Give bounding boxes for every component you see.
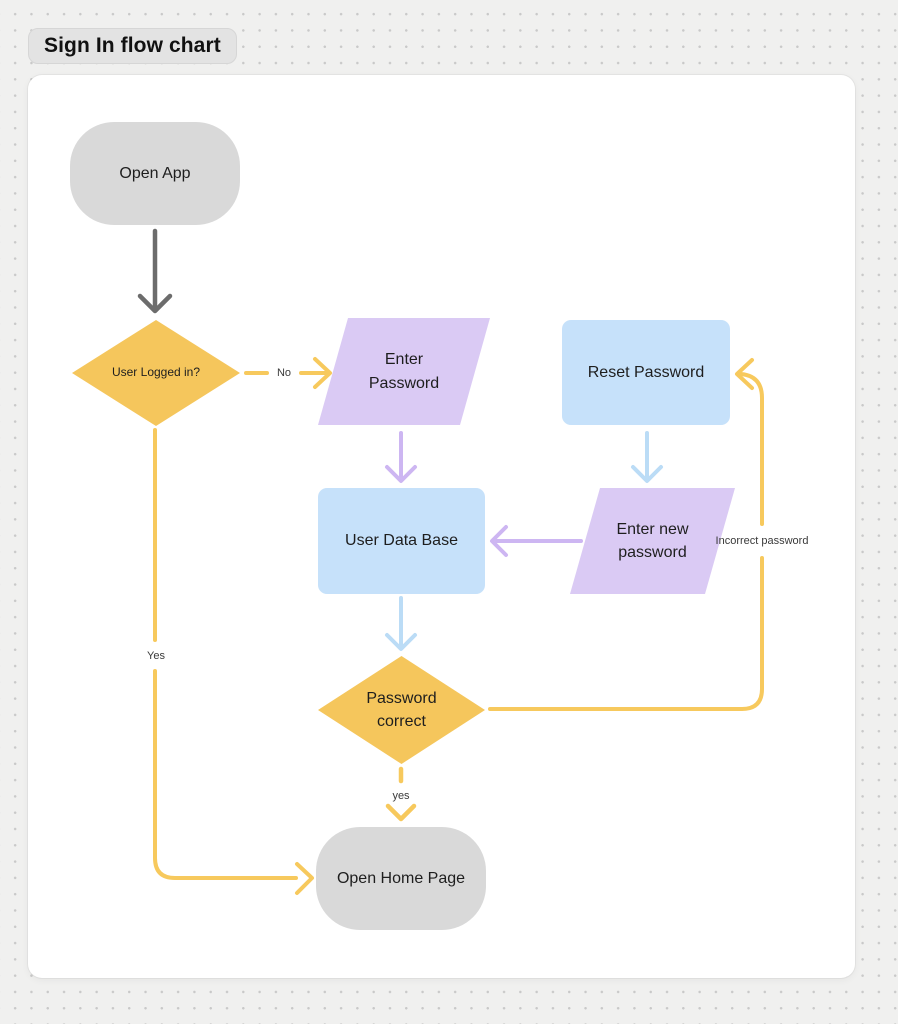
node-label: User Logged in? [111,365,201,380]
edge-passwordcorrect-to-resetpassword[interactable] [488,358,764,711]
edge-label-yes-left: Yes [147,650,165,662]
edge-label-no: No [276,367,292,379]
node-label: User Data Base [345,532,458,550]
edge-label-yes-lower: yes [392,790,410,802]
edge-label-incorrect-password: Incorrect password [715,535,809,547]
node-label: Password correct [366,689,437,730]
edge-openapp-to-loggedin[interactable] [137,228,173,314]
node-label: Open Home Page [336,869,466,887]
node-enter-password[interactable]: Enter Password [318,318,490,425]
node-enter-new-password[interactable]: Enter new password [570,488,735,594]
node-open-app[interactable]: Open App [70,122,240,225]
edge-enterpassword-to-database[interactable] [385,431,417,483]
edge-loggedin-to-homepage[interactable] [153,428,314,895]
node-label: Enter Password [368,351,440,392]
edge-resetpassword-to-enternew[interactable] [631,431,663,483]
node-open-home-page[interactable]: Open Home Page [316,827,486,930]
edge-enternew-to-database[interactable] [490,525,583,557]
node-reset-password[interactable]: Reset Password [562,320,730,425]
edge-passwordcorrect-to-homepage[interactable] [385,766,417,822]
node-label: Open App [119,164,191,182]
node-user-data-base[interactable]: User Data Base [318,488,485,594]
edge-database-to-passwordcorrect[interactable] [385,596,417,651]
edge-loggedin-to-enterpassword[interactable] [244,357,332,389]
diagram-title[interactable]: Sign In flow chart [28,28,237,64]
node-label: Reset Password [587,363,705,381]
diagram-title-text: Sign In flow chart [44,34,221,57]
node-label: Enter new password [616,520,689,561]
